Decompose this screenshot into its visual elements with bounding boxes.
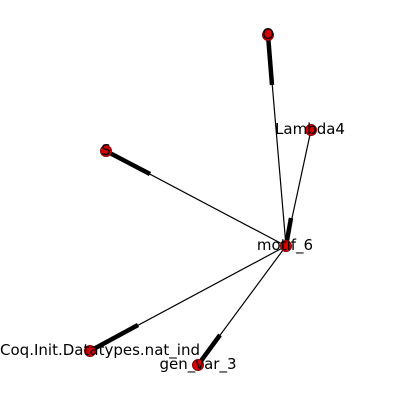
node-label-motif-6: motif_6 — [257, 236, 313, 255]
edge-motif-6-to-nat-ind — [88, 245, 287, 353]
node-marker-o[interactable] — [262, 29, 274, 41]
node-coq-init-datatypes-nat-ind[interactable]: Coq.Init.Datatypes.nat_ind — [0, 341, 200, 360]
node-gen-var-3[interactable]: gen_var_3 — [159, 355, 236, 374]
node-label-coq-init-datatypes-nat-ind: Coq.Init.Datatypes.nat_ind — [0, 341, 200, 360]
node-marker-lambda4[interactable] — [305, 124, 317, 136]
node-marker-s[interactable] — [100, 145, 112, 157]
node-label-o: O — [262, 25, 274, 43]
node-marker-gen-var-3[interactable] — [192, 359, 204, 371]
node-label-lambda4: Lambda4 — [275, 120, 345, 138]
node-s[interactable]: S — [100, 141, 112, 159]
node-label-gen-var-3: gen_var_3 — [159, 355, 236, 374]
edge-layer — [88, 34, 312, 367]
node-marker-coq-init-datatypes-nat-ind[interactable] — [84, 345, 96, 357]
edge-motif-6-to-s — [104, 149, 287, 247]
node-lambda4[interactable]: Lambda4 — [275, 120, 345, 138]
node-layer: motif_6 O Lambda4 S Coq.Init.Datatypes.n… — [0, 25, 345, 374]
edge-motif-6-to-gen-var-3 — [196, 245, 287, 367]
node-o[interactable]: O — [262, 25, 274, 43]
node-marker-motif-6[interactable] — [280, 240, 292, 252]
node-label-s: S — [101, 141, 111, 159]
edge-motif-6-to-o — [265, 34, 287, 247]
node-motif-6[interactable]: motif_6 — [257, 236, 313, 255]
